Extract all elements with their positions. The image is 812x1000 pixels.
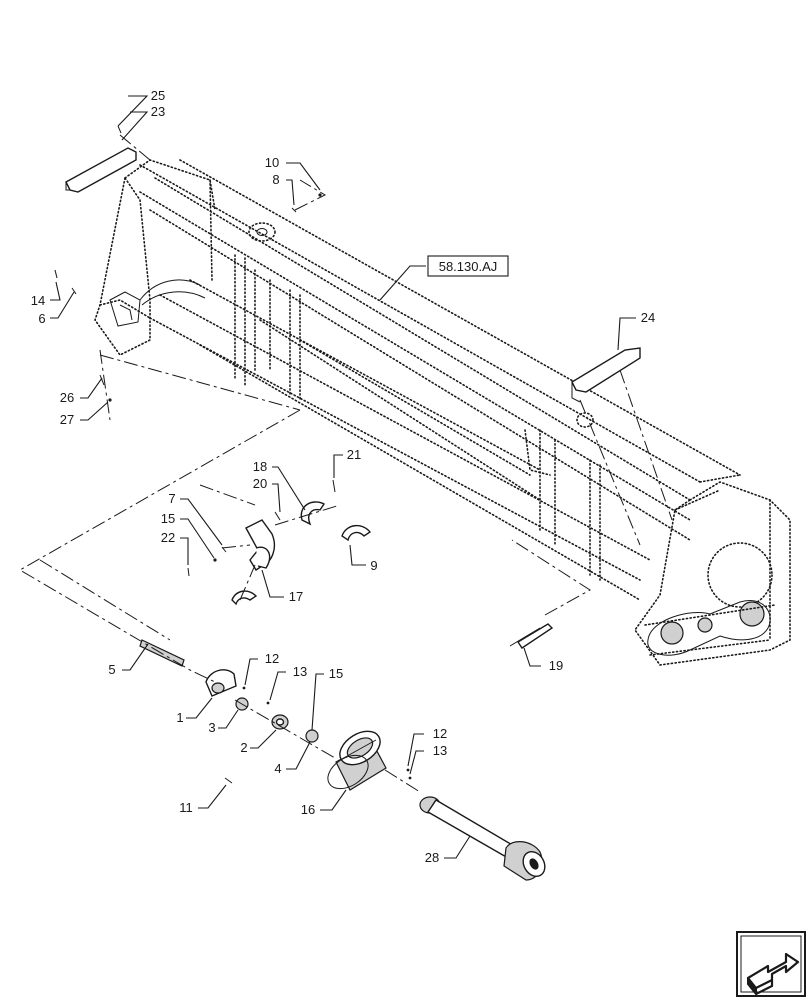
- callout-27: 27: [60, 412, 74, 427]
- hardware-parts: [54, 125, 641, 881]
- callout-18: 18: [253, 459, 267, 474]
- callout-23: 23: [151, 104, 165, 119]
- callout-13: 13: [433, 743, 447, 758]
- half-bearing-18: [300, 501, 326, 526]
- key-19: [517, 623, 554, 649]
- callout-3: 3: [208, 720, 215, 735]
- callout-17: 17: [289, 589, 303, 604]
- arrow-box-icon[interactable]: [736, 931, 806, 997]
- reference-label: 58.130.AJ: [439, 259, 498, 274]
- callout-labels: 25 23 10 8 14 6 24 26 27 21 18 20 7 15 2…: [31, 88, 655, 865]
- callout-5: 5: [108, 662, 115, 677]
- callout-9: 9: [370, 558, 377, 573]
- callout-4: 4: [274, 761, 281, 776]
- drive-shaft-28: [419, 796, 546, 881]
- callout-11: 11: [179, 800, 193, 815]
- callout-7: 7: [168, 491, 175, 506]
- callout-2: 2: [240, 740, 247, 755]
- half-bearing-9: [341, 525, 372, 542]
- reference-box[interactable]: 58.130.AJ: [427, 255, 509, 277]
- callout-16: 16: [301, 802, 315, 817]
- callout-15: 15: [161, 511, 175, 526]
- callout-19: 19: [549, 658, 563, 673]
- callout-28: 28: [425, 850, 439, 865]
- callout-6: 6: [38, 311, 45, 326]
- header-frame: [94, 159, 791, 666]
- callout-12: 12: [433, 726, 447, 741]
- callout-21: 21: [347, 447, 361, 462]
- callout-10: 10: [265, 155, 279, 170]
- callout-20: 20: [253, 476, 267, 491]
- callout-22: 22: [161, 530, 175, 545]
- bracket-23: [65, 147, 137, 193]
- callout-26: 26: [60, 390, 74, 405]
- callout-13: 13: [293, 664, 307, 679]
- callout-12: 12: [265, 651, 279, 666]
- bracket-24: [571, 347, 641, 393]
- pulley-16: [327, 730, 387, 791]
- callout-15: 15: [329, 666, 343, 681]
- callout-24: 24: [641, 310, 655, 325]
- callout-1: 1: [176, 710, 183, 725]
- callout-8: 8: [272, 172, 279, 187]
- assembly-lines: [19, 134, 673, 793]
- callout-14: 14: [31, 293, 45, 308]
- callout-25: 25: [151, 88, 165, 103]
- leader-lines: [50, 95, 636, 859]
- collar-4: [305, 729, 319, 743]
